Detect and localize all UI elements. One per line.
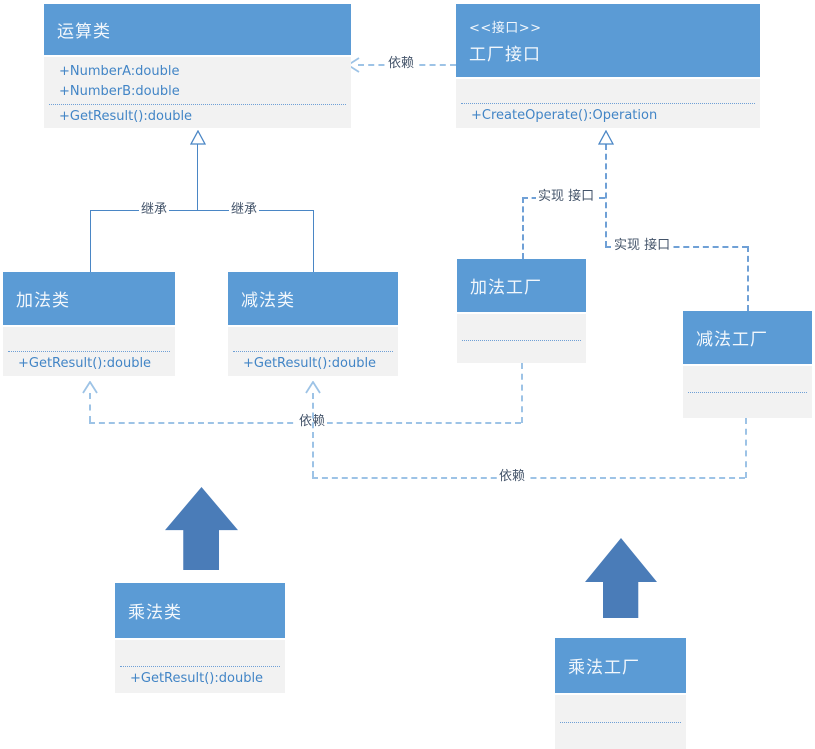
- section-divider: [462, 340, 581, 341]
- inheritance-triangle-arrowhead-icon: [190, 130, 206, 145]
- section-divider: [120, 666, 280, 667]
- class-header: 乘法类: [115, 583, 285, 638]
- class-title: 乘法工厂: [568, 658, 640, 678]
- class-method: +GetResult():double: [59, 109, 193, 124]
- realization-line-segment: [522, 197, 524, 259]
- class-header: 加法工厂: [457, 259, 586, 312]
- class-box-add: 加法类 +GetResult():double: [3, 272, 175, 376]
- edge-label-inheritance: 继承: [139, 202, 170, 218]
- dependency-arrowhead-icon: [82, 381, 98, 394]
- realization-line-segment: [747, 246, 749, 311]
- section-divider: [233, 351, 393, 352]
- class-header: 乘法工厂: [555, 638, 686, 693]
- class-header: 加法类: [3, 272, 175, 325]
- class-title: 减法工厂: [696, 330, 768, 350]
- up-block-arrow-icon: [585, 538, 657, 618]
- class-box-mul: 乘法类 +GetResult():double: [115, 583, 285, 693]
- edge-label-realization: 实现 接口: [536, 189, 597, 205]
- class-method: +CreateOperate():Operation: [471, 108, 658, 123]
- section-divider: [8, 351, 170, 352]
- class-box-mul-factory: 乘法工厂: [555, 638, 686, 749]
- class-box-add-factory: 加法工厂: [457, 259, 586, 363]
- realization-line-segment: [605, 246, 748, 248]
- class-title: 乘法类: [128, 603, 182, 623]
- class-box-factory-interface: <<接口>> 工厂接口 +CreateOperate():Operation: [456, 4, 760, 128]
- class-method: +GetResult():double: [18, 356, 152, 371]
- section-divider: [461, 103, 755, 104]
- class-title: 减法类: [241, 291, 295, 311]
- class-header: 运算类: [44, 4, 351, 55]
- class-method: +GetResult():double: [130, 671, 264, 686]
- class-header: 减法工厂: [683, 311, 812, 364]
- dependency-arrowhead-icon: [305, 381, 321, 394]
- realization-triangle-arrowhead-icon: [598, 130, 614, 145]
- dependency-line-segment: [521, 363, 523, 423]
- edge-label-realization: 实现 接口: [612, 238, 673, 254]
- edge-label-inheritance: 继承: [229, 202, 260, 218]
- dependency-line-segment: [745, 418, 747, 478]
- dependency-line-segment: [312, 477, 745, 479]
- inheritance-line-segment: [313, 210, 314, 272]
- class-attribute: +NumberA:double: [59, 64, 180, 79]
- class-attribute: +NumberB:double: [59, 84, 180, 99]
- class-title: 工厂接口: [469, 44, 541, 65]
- class-method: +GetResult():double: [243, 356, 377, 371]
- up-block-arrow-icon: [165, 487, 238, 570]
- inheritance-line-segment: [90, 210, 91, 272]
- section-divider: [49, 104, 346, 105]
- edge-label-dependency: 依赖: [386, 56, 417, 72]
- class-box-sub-factory: 减法工厂: [683, 311, 812, 418]
- class-box-operation: 运算类 +NumberA:double +NumberB:double +Get…: [44, 4, 351, 128]
- class-box-sub: 减法类 +GetResult():double: [228, 272, 398, 376]
- class-header: 减法类: [228, 272, 398, 325]
- section-divider: [688, 392, 807, 393]
- class-title: 运算类: [57, 22, 111, 42]
- section-divider: [560, 722, 681, 723]
- realization-line-segment: [605, 144, 607, 247]
- class-header: <<接口>> 工厂接口: [456, 4, 760, 77]
- dependency-line-segment: [312, 393, 314, 477]
- class-title: 加法类: [16, 291, 70, 311]
- edge-label-dependency: 依赖: [497, 469, 528, 485]
- class-title: 加法工厂: [470, 278, 542, 298]
- inheritance-line-segment: [90, 210, 314, 211]
- dependency-line-segment: [89, 393, 91, 422]
- inheritance-line-segment: [197, 144, 198, 210]
- class-stereotype: <<接口>>: [469, 20, 542, 36]
